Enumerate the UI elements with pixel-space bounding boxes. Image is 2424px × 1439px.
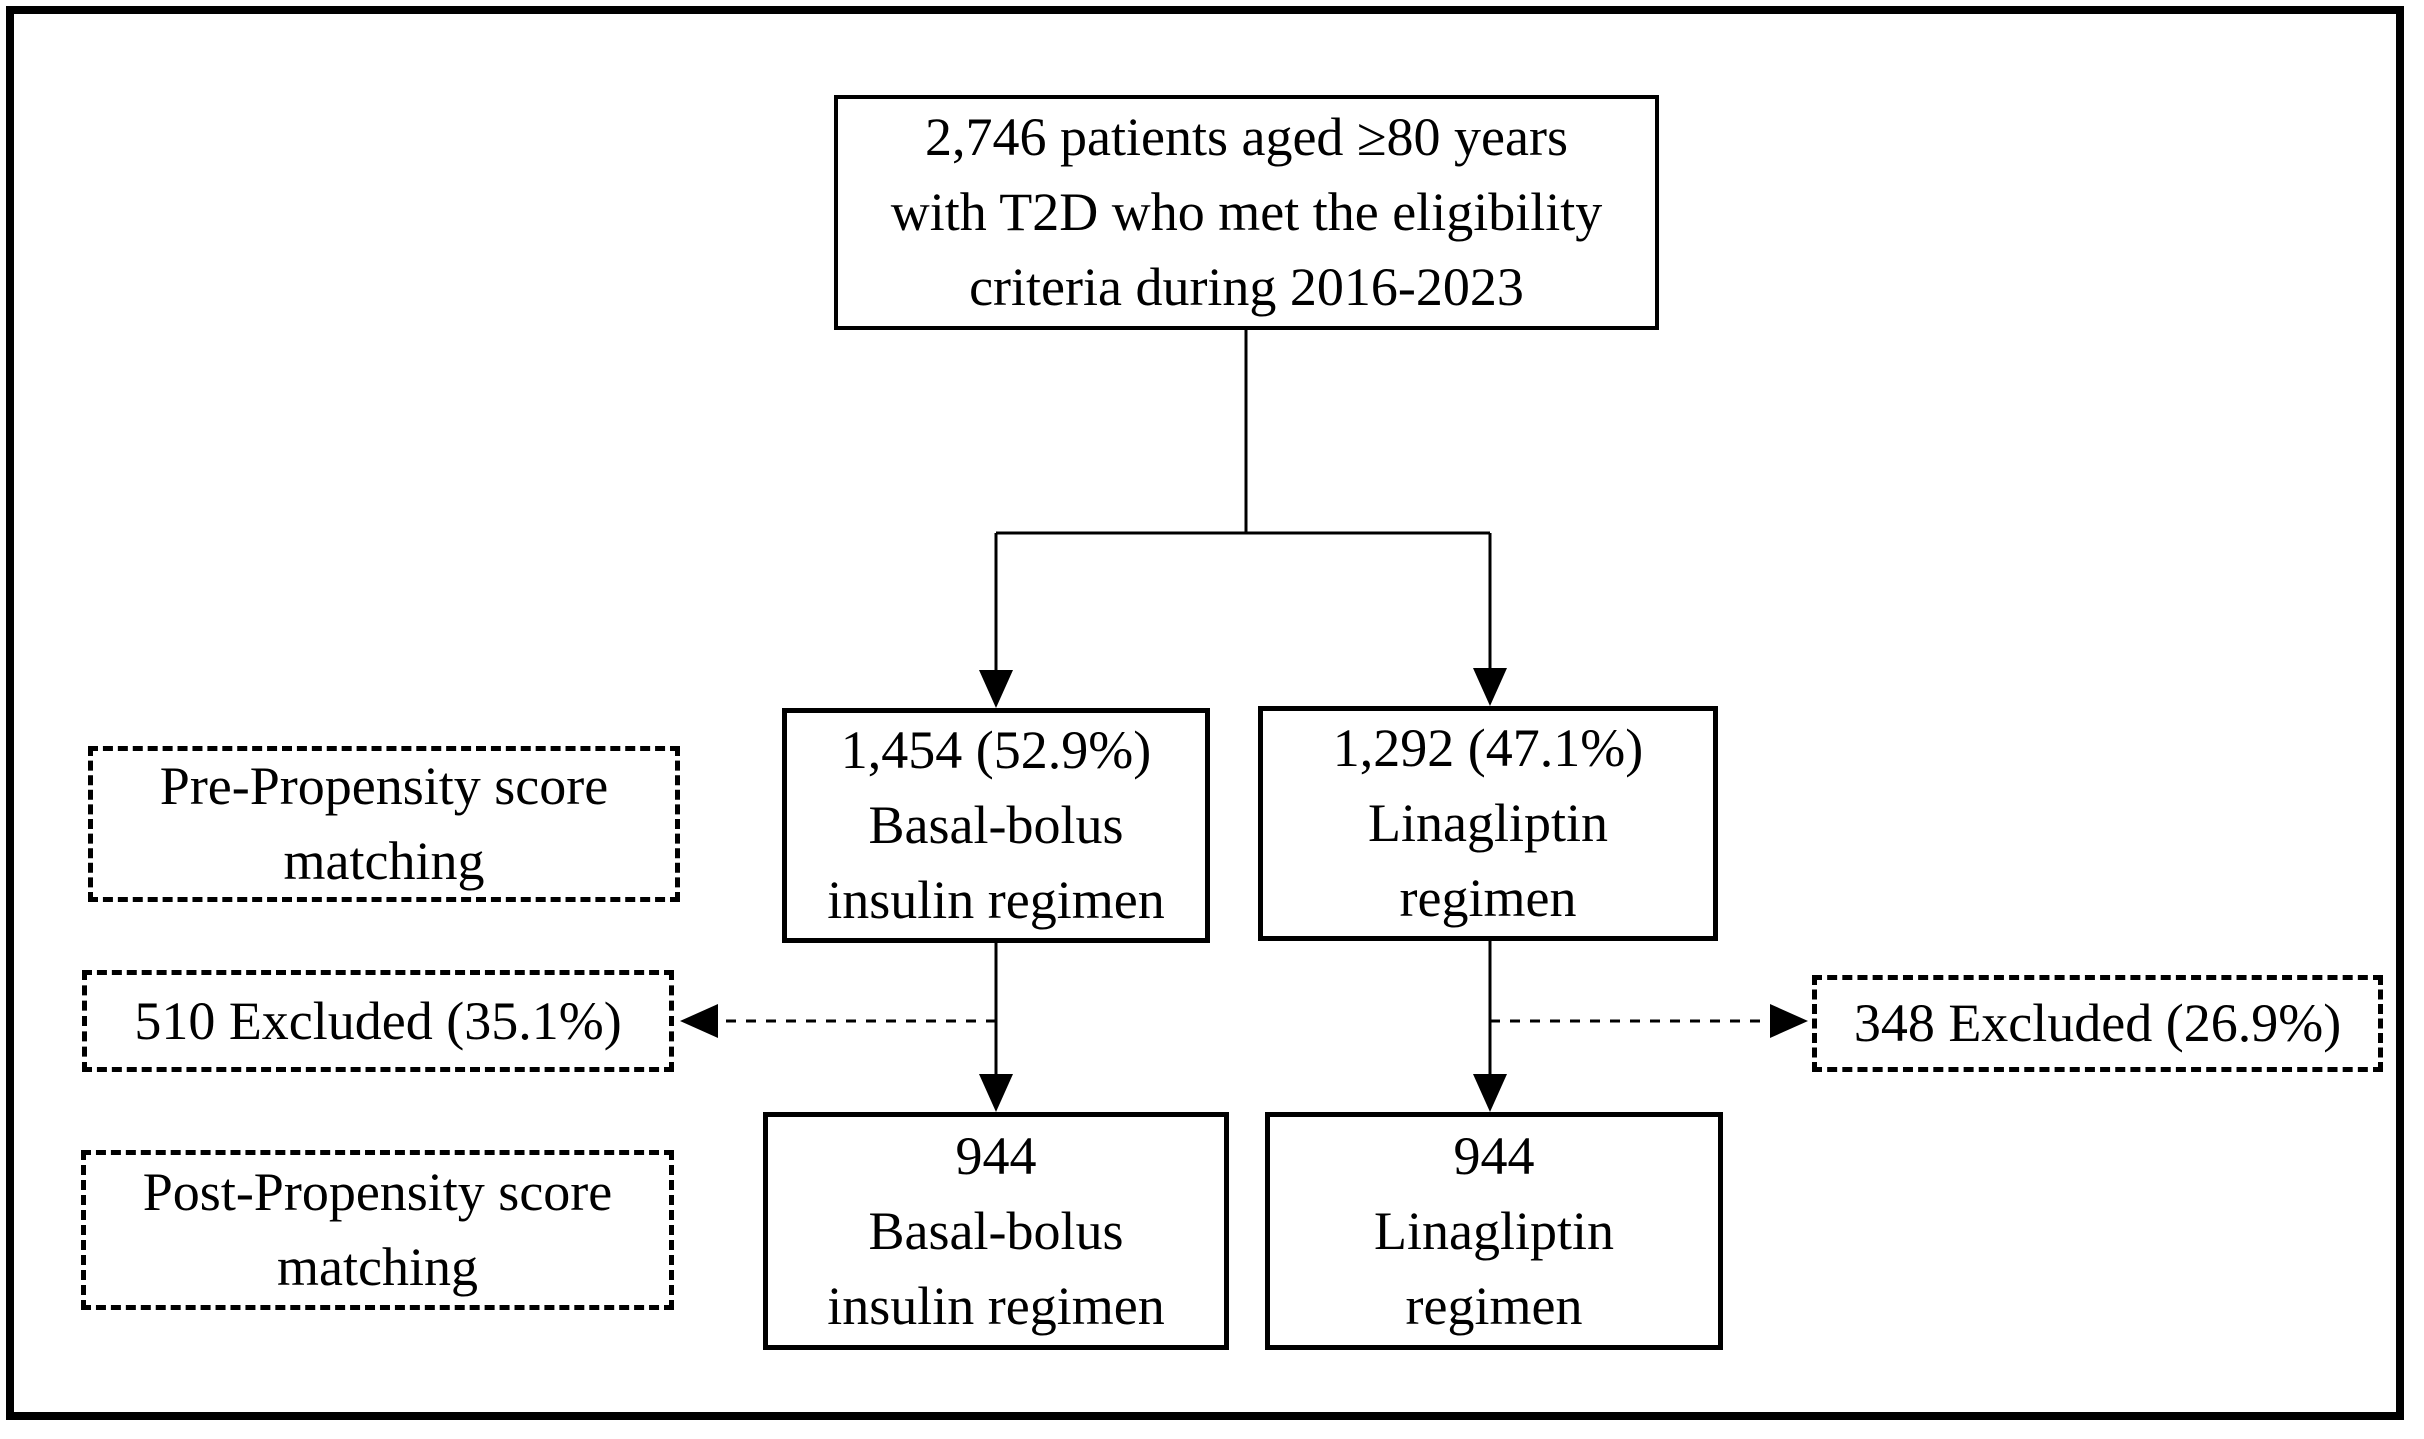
pre-propensity-line-1: Pre-Propensity score: [159, 756, 609, 816]
arrowhead-down-basal-post-icon: [979, 1074, 1013, 1112]
linagliptin-post-box: 944 Linagliptin regimen: [1265, 1112, 1723, 1350]
basal-pre-line-2: Basal-bolus: [868, 795, 1124, 855]
basal-pre-line-1: 1,454 (52.9%): [840, 720, 1152, 780]
basal-post-line-2: Basal-bolus: [868, 1200, 1124, 1261]
excluded-right-box: 348 Excluded (26.9%): [1812, 975, 2383, 1072]
basal-post-line-3: insulin regimen: [827, 1275, 1165, 1336]
linagliptin-pre-box: 1,292 (47.1%) Linagliptin regimen: [1258, 706, 1718, 941]
pre-propensity-label-box: Pre-Propensity score matching: [88, 746, 680, 902]
eligibility-line-3: criteria during 2016-2023: [969, 257, 1524, 317]
eligibility-line-2: with T2D who met the eligibility: [890, 182, 1603, 242]
post-propensity-line-2: matching: [277, 1237, 478, 1297]
arrowhead-down-lina-pre-icon: [1473, 668, 1507, 706]
basal-bolus-post-box: 944 Basal-bolus insulin regimen: [763, 1112, 1229, 1350]
eligibility-box: 2,746 patients aged ≥80 years with T2D w…: [834, 95, 1659, 330]
lina-pre-line-3: regimen: [1399, 868, 1577, 928]
lina-post-line-2: Linagliptin: [1374, 1200, 1614, 1261]
excluded-left-box: 510 Excluded (35.1%): [82, 970, 674, 1072]
post-propensity-line-1: Post-Propensity score: [142, 1162, 613, 1222]
arrowhead-right-excluded-icon: [1770, 1004, 1808, 1038]
lina-pre-line-1: 1,292 (47.1%): [1332, 718, 1644, 778]
excluded-left-text: 510 Excluded (35.1%): [134, 990, 622, 1051]
basal-bolus-pre-box: 1,454 (52.9%) Basal-bolus insulin regime…: [782, 708, 1210, 943]
lina-pre-line-2: Linagliptin: [1368, 793, 1608, 853]
arrowhead-down-basal-pre-icon: [979, 670, 1013, 708]
arrowhead-down-lina-post-icon: [1473, 1074, 1507, 1112]
eligibility-line-1: 2,746 patients aged ≥80 years: [925, 107, 1568, 167]
excluded-right-text: 348 Excluded (26.9%): [1853, 993, 2342, 1053]
lina-post-line-3: regimen: [1405, 1275, 1583, 1336]
arrowhead-left-excluded-icon: [680, 1004, 718, 1038]
figure-border: [6, 6, 2404, 1420]
lina-post-line-1: 944: [1453, 1125, 1535, 1186]
post-propensity-label-box: Post-Propensity score matching: [81, 1150, 674, 1310]
basal-pre-line-3: insulin regimen: [827, 870, 1165, 930]
basal-post-line-1: 944: [955, 1125, 1037, 1186]
pre-propensity-line-2: matching: [283, 831, 485, 891]
